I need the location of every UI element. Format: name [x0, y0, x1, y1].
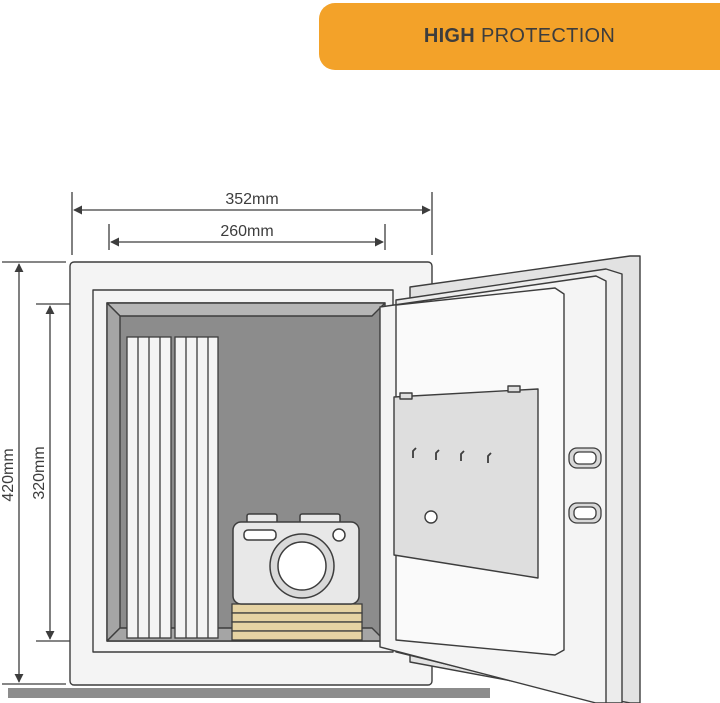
floor-line: [8, 688, 490, 698]
inner-height-label: 320mm: [31, 446, 48, 499]
outer-height-label: 420mm: [0, 448, 17, 501]
door-knobs-icon: [568, 447, 602, 524]
camera-icon: [232, 513, 360, 605]
banner-bold-text: HIGH: [423, 25, 476, 47]
outer-width-label: 352mm: [225, 191, 278, 208]
safe-door-icon: [379, 255, 641, 703]
width-dimensions: [71, 192, 433, 255]
document-binders-icon: [126, 336, 219, 639]
banner: HIGH PROTECTION: [319, 3, 720, 70]
height-dimensions: [2, 261, 100, 685]
inner-width-label: 260mm: [220, 223, 273, 240]
banner-light-text: PROTECTION: [481, 25, 616, 47]
wood-stack-icon: [231, 603, 363, 641]
